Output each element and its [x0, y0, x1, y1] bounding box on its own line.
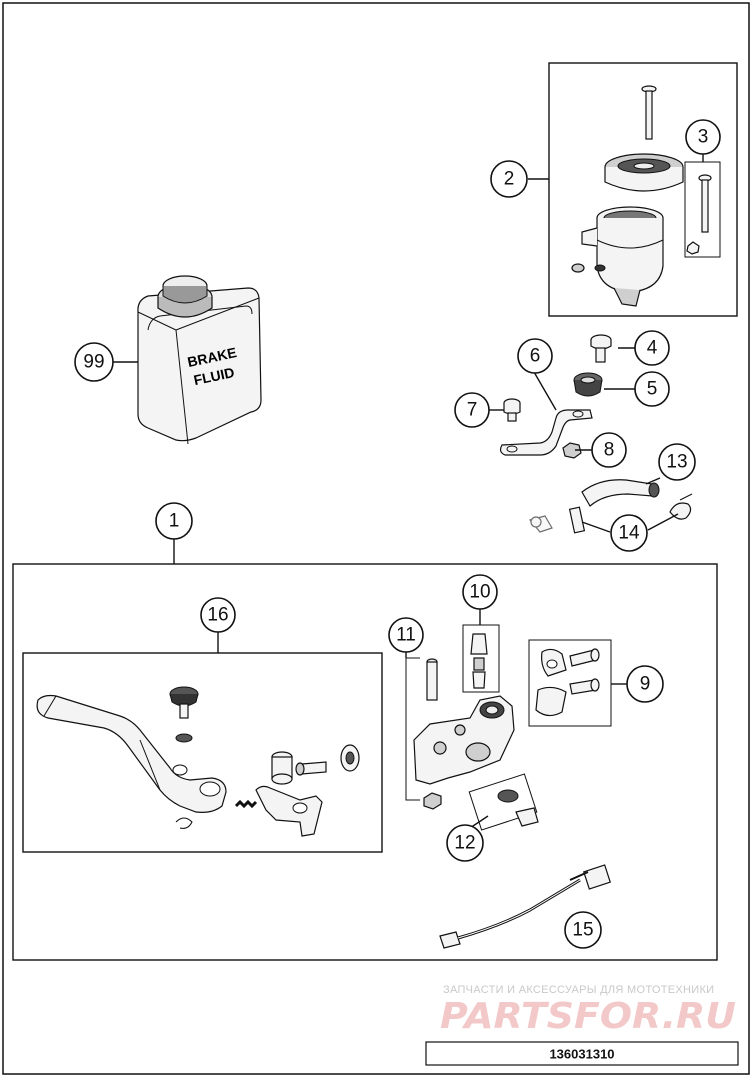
- svg-text:3: 3: [698, 127, 709, 148]
- callout-16: 16: [200, 597, 236, 633]
- svg-text:11: 11: [396, 625, 416, 646]
- svg-text:1: 1: [169, 511, 180, 532]
- reservoir-long-screw: [641, 85, 657, 140]
- callout-8: 8: [591, 432, 627, 468]
- drawing-number: 136031310: [549, 1047, 614, 1062]
- svg-text:14: 14: [618, 523, 640, 544]
- bolt-4: [590, 334, 612, 363]
- circlip: [175, 817, 193, 829]
- callout-12: 12: [446, 824, 484, 862]
- callout-10: 10: [462, 574, 498, 610]
- master-cylinder-body: [413, 695, 515, 785]
- nut-11: [423, 792, 442, 810]
- screw-3: [686, 174, 712, 255]
- reservoir-body: [581, 206, 664, 307]
- bracket-6: [499, 409, 593, 456]
- lever-bushing: [271, 751, 293, 785]
- watermark-tagline: ЗАПЧАСТИ И АКСЕССУАРЫ ДЛЯ МОТОТЕХНИКИ: [443, 984, 714, 996]
- callout-14: 14: [610, 514, 648, 552]
- bleed-valve-10: [470, 633, 488, 689]
- hose-13: [581, 479, 660, 507]
- adjuster-nut: [340, 744, 360, 772]
- spring: [234, 799, 258, 809]
- svg-text:12: 12: [454, 833, 475, 854]
- grommet-5: [573, 372, 603, 397]
- svg-text:13: 13: [666, 452, 687, 473]
- callout-5: 5: [634, 371, 670, 407]
- brake-light-switch-15: [439, 864, 611, 949]
- reservoir-group-frame: [548, 62, 738, 317]
- svg-text:7: 7: [467, 400, 478, 421]
- svg-text:5: 5: [647, 379, 658, 400]
- screw-7: [503, 398, 521, 422]
- svg-text:10: 10: [469, 582, 490, 603]
- part-9-frame: [528, 639, 612, 727]
- reservoir-nut: [571, 263, 585, 273]
- callout-13: 13: [658, 443, 696, 481]
- part-10-frame: [462, 624, 500, 693]
- watermark-logo: PARTSFOR.RU: [440, 996, 736, 1037]
- brake-lever: [36, 694, 227, 813]
- callout-7: 7: [454, 392, 490, 428]
- clamp-9: [535, 648, 567, 717]
- callout-2: 2: [490, 160, 528, 198]
- svg-text:4: 4: [647, 338, 658, 359]
- pivot-bolt: [295, 761, 327, 776]
- callout-99: 99: [74, 342, 114, 382]
- svg-text:15: 15: [572, 920, 593, 941]
- reservoir-fitting-12: [468, 773, 539, 831]
- svg-text:2: 2: [504, 169, 515, 190]
- callout-11: 11: [388, 617, 424, 653]
- pin-11: [426, 658, 438, 701]
- master-cylinder-group-frame: [12, 563, 718, 961]
- callout-4: 4: [634, 330, 670, 366]
- o-ring: [175, 733, 193, 743]
- svg-text:8: 8: [604, 440, 615, 461]
- callout-6: 6: [517, 338, 553, 374]
- callout-3: 3: [685, 119, 721, 155]
- adjuster-knob: [169, 686, 199, 719]
- callout-9: 9: [626, 665, 664, 703]
- lever-carrier: [255, 785, 323, 837]
- callout-1: 1: [155, 502, 193, 540]
- nut-8: [562, 442, 582, 459]
- svg-text:16: 16: [207, 605, 228, 626]
- reservoir-cap: [604, 153, 684, 192]
- part-11-bracket: [405, 657, 420, 801]
- brake-fluid-can: BRAKE FLUID: [137, 275, 262, 445]
- svg-text:9: 9: [640, 674, 651, 695]
- fitting-14: [528, 515, 553, 533]
- callout-15: 15: [564, 911, 602, 949]
- drawing-number-box: [425, 1041, 739, 1066]
- svg-text:99: 99: [83, 352, 104, 373]
- svg-text:6: 6: [530, 346, 541, 367]
- clamp-bolts-9: [569, 648, 600, 695]
- lever-group-frame: [22, 652, 383, 853]
